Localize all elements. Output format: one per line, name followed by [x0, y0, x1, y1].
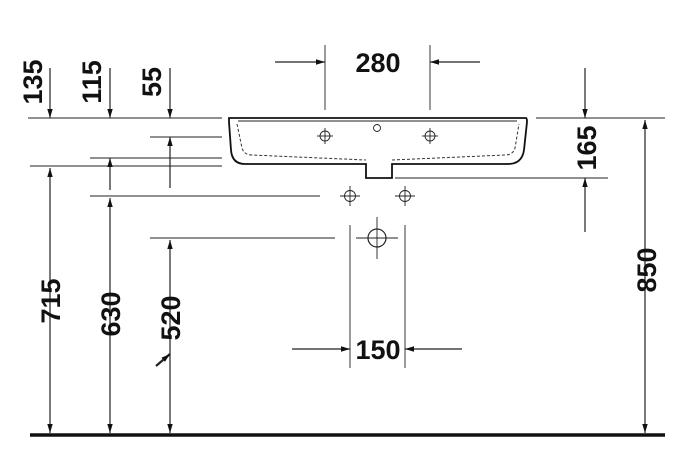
dim-label-520: 520	[156, 295, 186, 340]
supply-pipe-left-icon	[340, 186, 360, 206]
dim-label-55: 55	[137, 67, 167, 97]
supply-pipe-right-icon	[395, 186, 415, 206]
dim-label-715: 715	[36, 278, 66, 323]
arrow-indicator-icon	[155, 353, 171, 367]
washbasin-inner-rim	[236, 123, 520, 161]
dim-label-630: 630	[96, 291, 126, 336]
tap-hole-left-icon	[317, 128, 333, 144]
dim-label-135: 135	[18, 59, 48, 104]
washbasin-outline	[228, 117, 528, 179]
overflow-hole-icon	[373, 124, 381, 132]
dim-label-280: 280	[355, 48, 400, 78]
dim-label-850: 850	[632, 247, 662, 292]
dim-label-150: 150	[355, 335, 400, 365]
dim-label-165: 165	[572, 125, 602, 170]
dim-label-115: 115	[77, 60, 107, 104]
drain-pipe-icon	[356, 217, 398, 259]
tap-hole-right-icon	[422, 128, 438, 144]
